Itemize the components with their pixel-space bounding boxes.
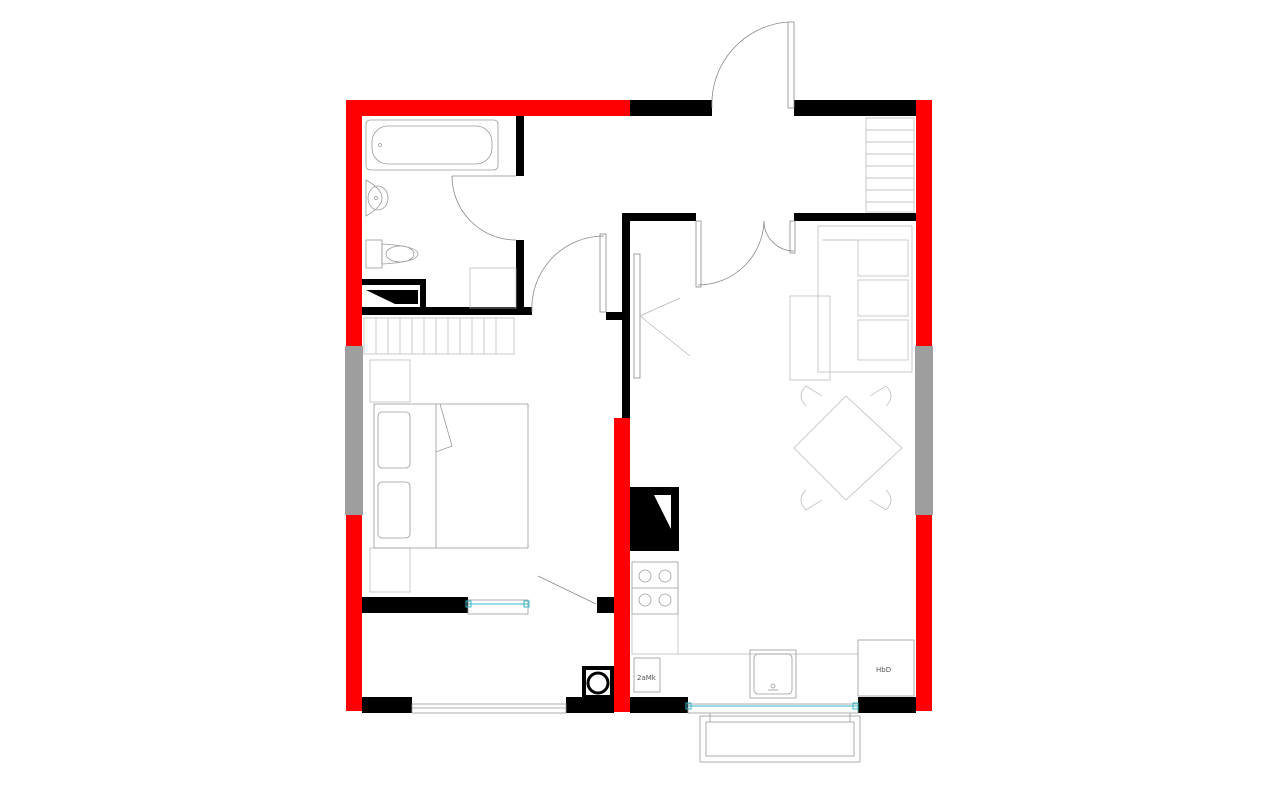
bathtub [365,119,499,171]
entrance-door [711,21,795,109]
sliding-partition [633,253,691,379]
ventilation-shaft [630,487,679,551]
party-wall-center [614,418,630,712]
window-right [915,346,933,515]
nightstand-top [369,359,411,403]
wall-bathroom-right-upper [516,116,524,176]
wall-bedroom-bottom-right [597,597,614,613]
window-panels [345,346,933,515]
riser-pipe [582,666,614,699]
window-left [345,346,363,515]
wall-living-top-right [794,213,916,221]
balcony [699,713,861,763]
wall-bathroom-right-lower [516,240,524,312]
bathroom-shaft-fill [366,290,418,304]
washer-label: 2aMk [637,674,657,682]
wall-bathroom-bottom [362,307,532,315]
bedroom-balcony-door [537,575,597,605]
doors [451,21,796,605]
wall-living-left [622,213,630,418]
exterior-walls [346,100,932,712]
wall-bottom-left [362,697,412,713]
nightstand-bottom [369,547,411,593]
stairs-hall [865,117,915,213]
kitchen-sink [749,649,797,699]
wall-top-middle [630,100,712,116]
refrigerator: HbD [857,639,915,697]
shaft-right [420,279,426,309]
wall-bottom-middle-right [630,697,688,713]
coffee-table [789,295,831,381]
stairs-bedroom [363,317,515,355]
wall-bedroom-bottom-left [362,597,468,613]
laundry-cabinet [469,267,517,309]
exterior-wall-left-lower [346,515,362,711]
bedroom-furniture [369,359,529,593]
dining-table [793,385,903,511]
washbasin [365,179,389,217]
counter-left [631,613,679,655]
wall-bottom-right [858,697,916,713]
pillow-1 [377,411,411,469]
exterior-wall-top-left [346,100,630,116]
interior-walls [362,100,916,713]
wall-living-top-left [622,213,696,221]
wall-bottom-middle-left [566,697,614,713]
wall-hall-stub [606,312,630,320]
window-sills [411,599,859,714]
living-room-double-door [695,220,796,288]
exterior-wall-right-upper [916,100,932,346]
exterior-wall-right-lower [916,515,932,711]
bathroom-fixtures [365,119,517,309]
sofa [817,225,913,373]
toilet [365,239,419,269]
bedroom-door [531,233,607,313]
bathroom-door [451,175,517,241]
exterior-wall-left-upper [346,100,362,346]
wall-top-right [794,100,916,116]
washing-machine: 2aMk [633,657,661,693]
shaft-top [362,279,426,285]
double-bed [373,403,529,549]
kitchen: 2aMk HbD [631,561,915,699]
fridge-label: HbD [876,666,891,674]
pillow-2 [377,481,411,539]
living-furniture [789,225,913,511]
cooktop [631,561,679,615]
